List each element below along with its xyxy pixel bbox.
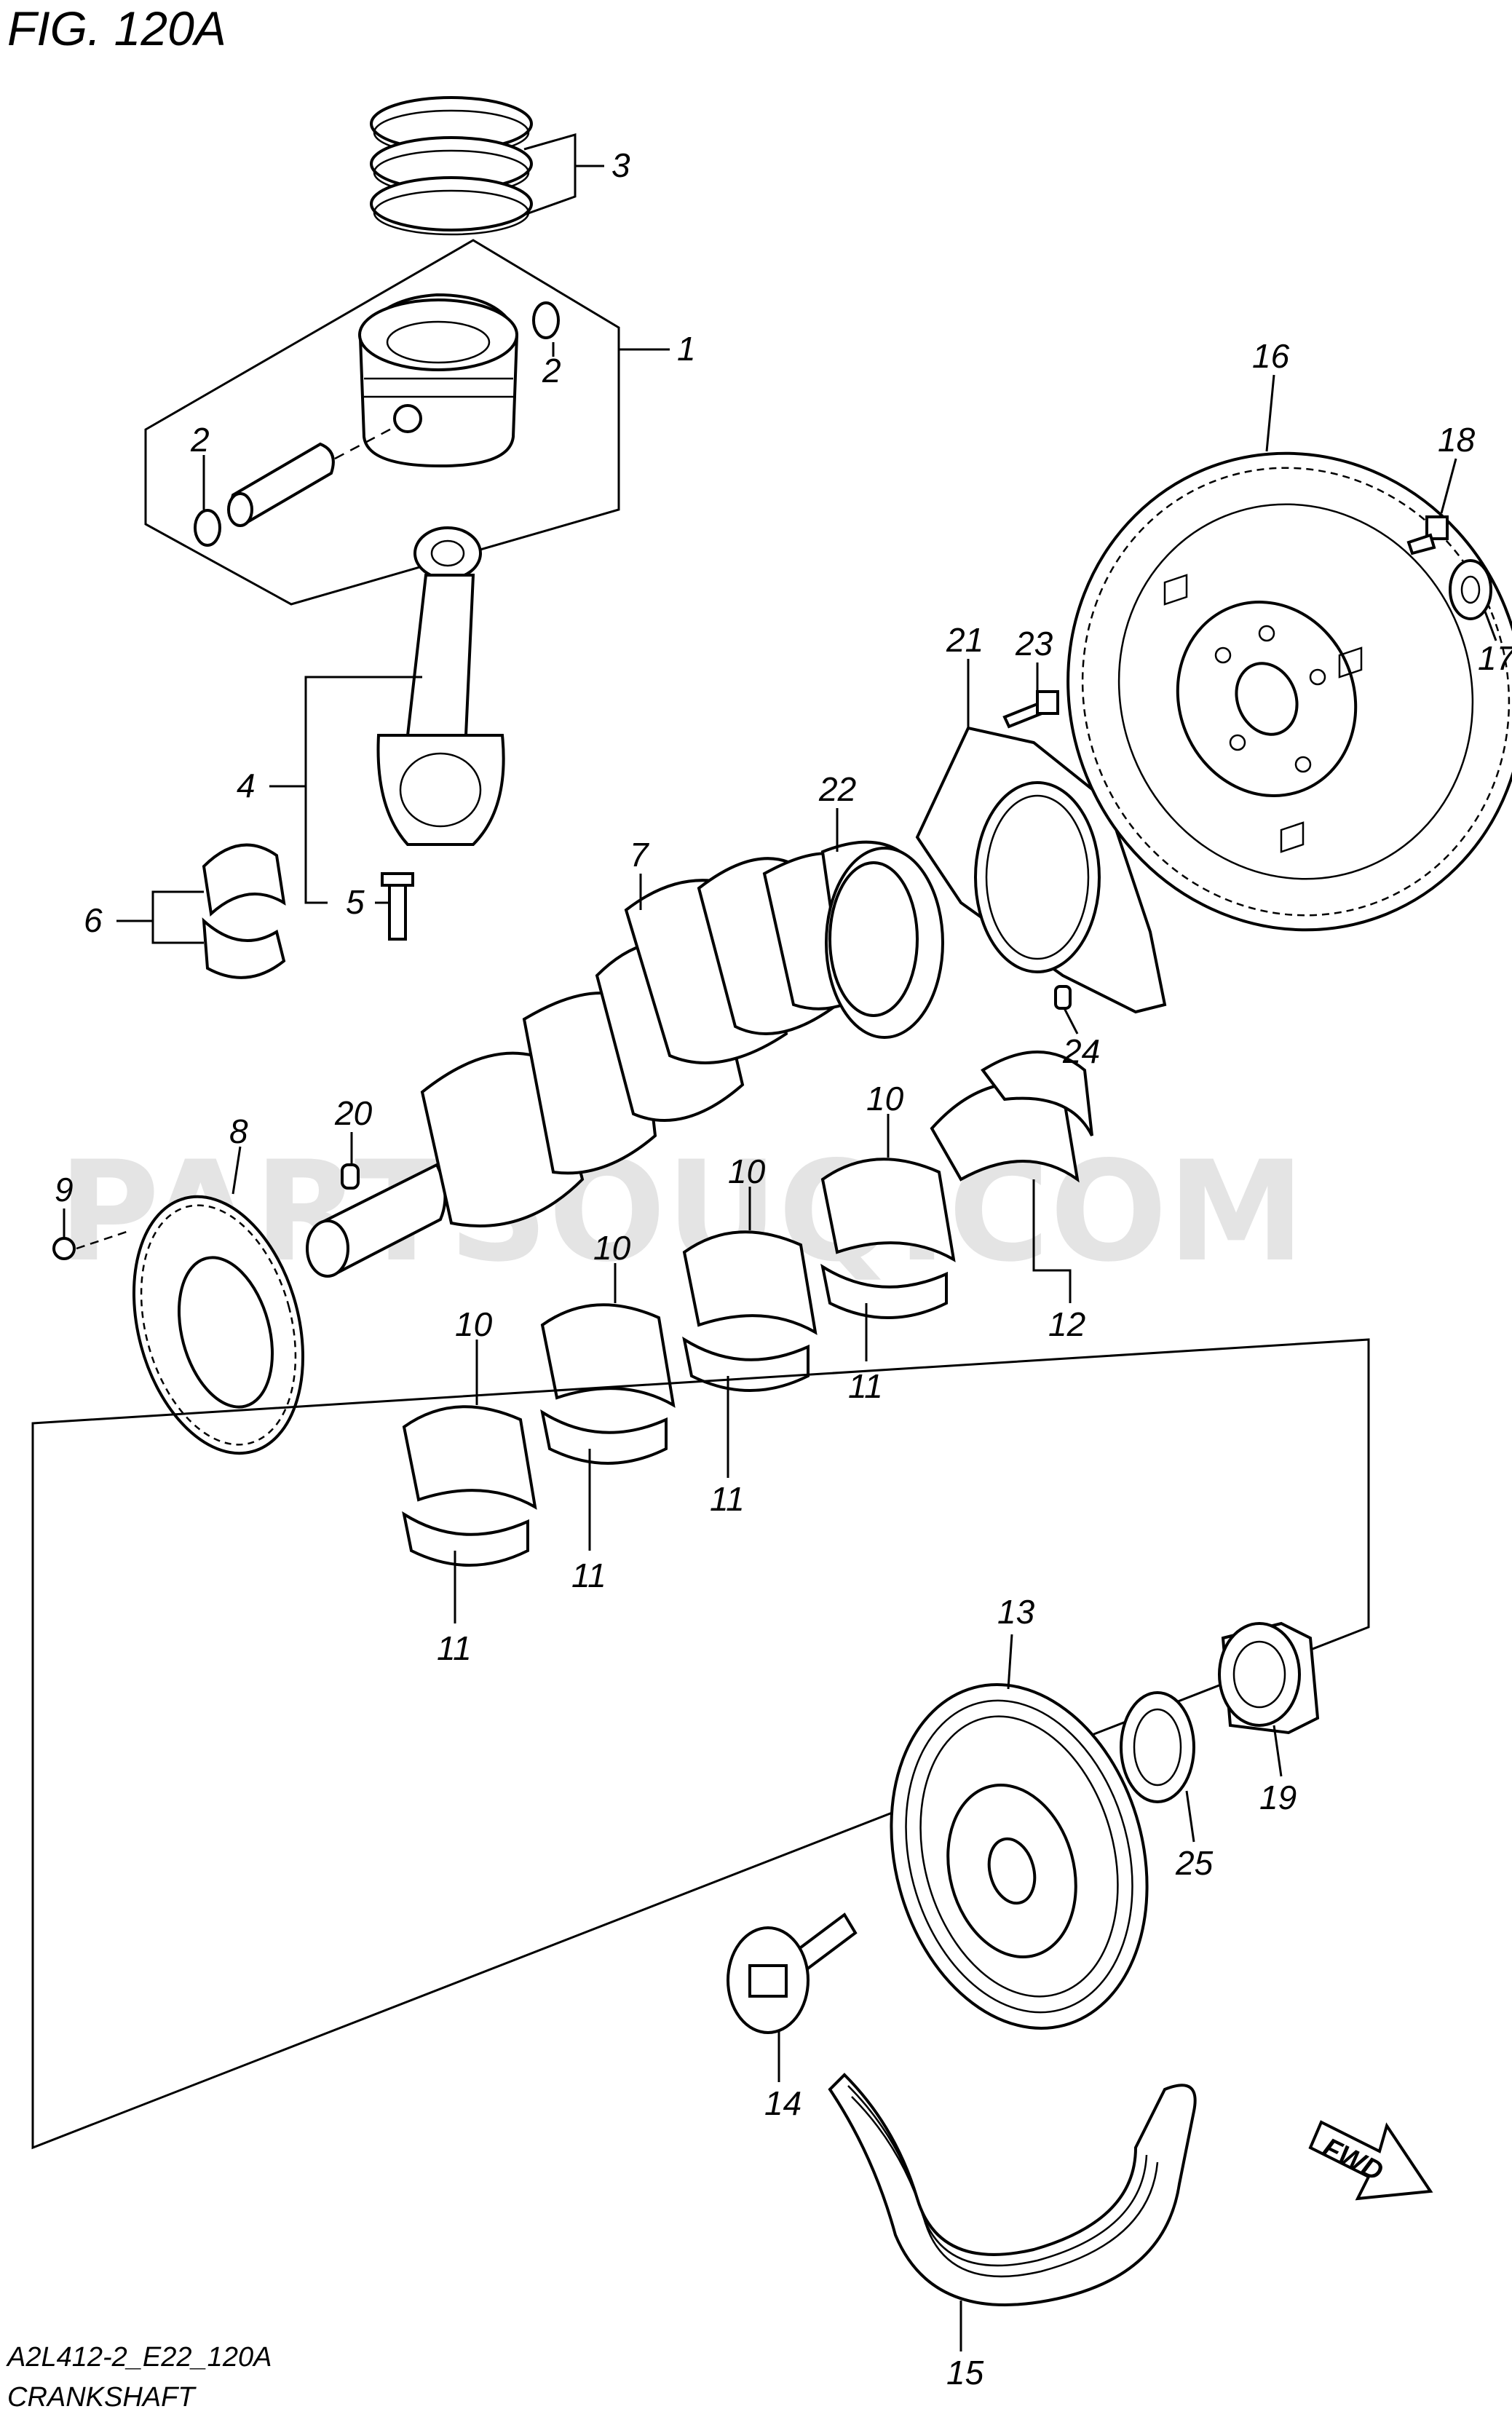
callout-21: 21 [946,621,983,659]
callout-17: 17 [1478,639,1512,677]
crankshaft-pulley [890,1683,1149,2030]
callout-7: 7 [630,836,649,874]
figure-code: A2L412-2_E22_120A [6,2342,272,2373]
leader-16 [1265,374,1275,452]
pulley-bolt [727,1912,858,2034]
callout-10d: 10 [455,1305,493,1343]
main-bearing-set-1 [820,1158,956,1319]
leader-8 [231,1146,242,1195]
rotor-bolt [52,1237,76,1260]
flywheel [1066,451,1512,932]
rear-oil-seal [825,847,944,1039]
callout-12: 12 [1048,1305,1085,1343]
leader-19 [1272,1725,1283,1777]
callout-1: 1 [677,330,696,368]
rod-bolt [381,872,414,941]
callout-10c: 10 [593,1229,631,1267]
callout-13: 13 [997,1593,1035,1631]
crank-key [341,1163,360,1190]
callout-5: 5 [346,883,365,921]
callout-11a: 11 [848,1367,883,1405]
callout-24: 24 [1062,1032,1100,1070]
pulley-group-outline [31,1338,1370,2150]
callout-18: 18 [1438,421,1476,459]
callout-6: 6 [84,901,103,939]
piston [358,293,519,468]
leader-4 [304,676,422,904]
figure-title: FIG. 120A [7,1,226,55]
callout-4: 4 [237,767,256,804]
callout-3: 3 [611,146,630,184]
callout-2b: 2 [542,352,561,389]
callout-20: 20 [334,1094,373,1132]
leader-24 [1063,1008,1079,1035]
callout-16: 16 [1252,337,1290,375]
piston-pin [227,442,335,527]
pilot-bearing [1449,559,1492,620]
pin-axis [334,424,397,460]
crankshaft [306,840,934,1278]
callout-22: 22 [818,770,856,808]
callout-19: 19 [1259,1779,1297,1816]
leader-12 [1032,1179,1072,1303]
piston-ring-set [370,96,533,236]
drive-belt [828,2073,1197,2306]
figure-name: CRANKSHAFT [7,2382,197,2413]
dowel-pin [1054,985,1072,1010]
rotor-bolt-axis [76,1229,132,1250]
circlip-left [194,509,221,547]
crank-signal-rotor [132,1195,305,1455]
leader-25 [1185,1790,1195,1843]
callout-15: 15 [946,2354,984,2392]
fwd-direction-arrow: FWD [1308,2120,1433,2201]
flywheel-bolt [1406,515,1449,555]
piston-kit-box [144,239,620,606]
main-bearing-set-2 [682,1230,818,1392]
callout-2a: 2 [190,421,210,459]
callout-11b: 11 [710,1480,745,1518]
main-bearing-set-4 [402,1405,537,1567]
callout-25: 25 [1175,1844,1214,1882]
housing-bolt [1002,690,1059,729]
main-bearing-upper-12 [930,1051,1093,1183]
callout-10a: 10 [866,1080,904,1117]
leader-6 [151,890,204,944]
pulley-oil-seal [1120,1691,1195,1803]
callout-10b: 10 [728,1152,766,1190]
callout-9: 9 [55,1171,74,1208]
rod-bearing [202,843,286,979]
callout-14: 14 [764,2084,801,2122]
leader-17 [1484,611,1497,641]
leader-13 [1007,1634,1013,1690]
circlip-right [532,301,560,339]
callout-11c: 11 [571,1556,606,1594]
main-bearing-set-3 [540,1303,676,1465]
crank-timing-sprocket [1218,1621,1320,1735]
leader-18 [1440,458,1457,514]
callout-11d: 11 [437,1629,472,1667]
callout-8: 8 [229,1112,248,1150]
callout-23: 23 [1015,625,1053,662]
connecting-rod [376,526,505,846]
